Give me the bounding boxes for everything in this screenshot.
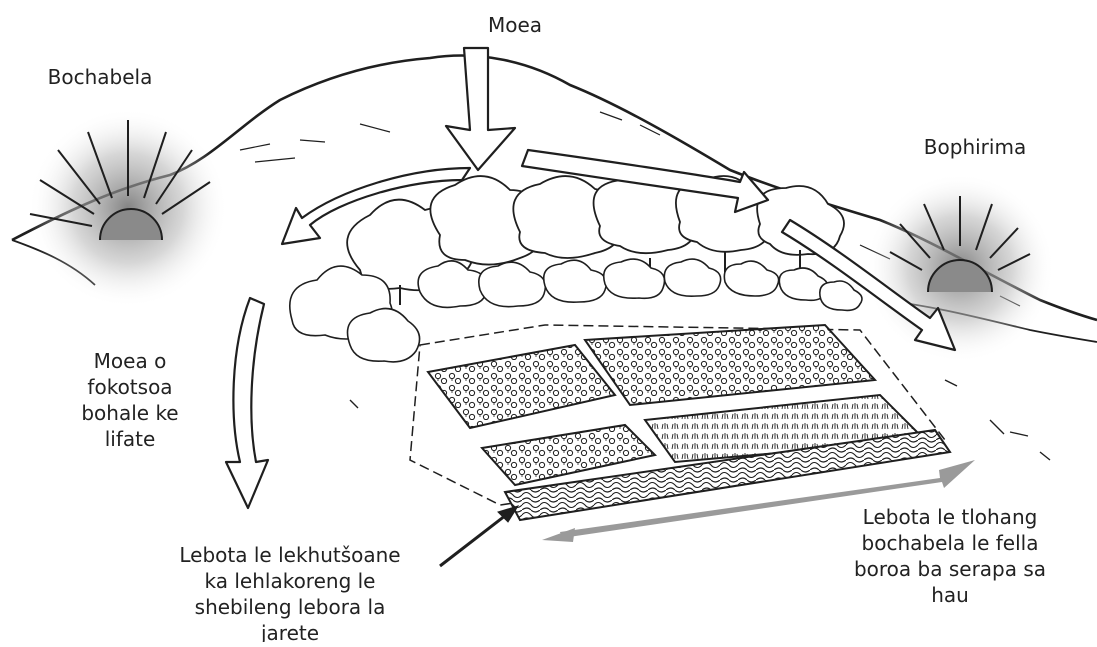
- label-bed-short-side-line: Lebota le lekhutšoane: [150, 542, 430, 568]
- label-east: Bochabela: [20, 64, 180, 90]
- label-bed-east-west: Lebota le tlohang bochabela le fella bor…: [820, 504, 1080, 608]
- label-wind-slowed-line: fokotsoa: [40, 374, 220, 400]
- label-bed-short-side-line: ka lehlakoreng le: [150, 568, 430, 594]
- label-bed-east-west-line: boroa ba serapa sa: [820, 556, 1080, 582]
- pointer-arrow-icon: [440, 506, 518, 566]
- label-bed-east-west-line: Lebota le tlohang: [820, 504, 1080, 530]
- wind-arrow-down-left-icon: [226, 298, 268, 508]
- label-bed-short-side-line: jarete: [150, 620, 430, 642]
- wind-arrow-down-icon: [446, 48, 515, 170]
- label-west: Bophirima: [895, 134, 1055, 160]
- label-bed-short-side: Lebota le lekhutšoane ka lehlakoreng le …: [150, 542, 430, 642]
- label-wind-slowed-line: bohale ke: [40, 400, 220, 426]
- label-bed-short-side-line: shebileng lebora la: [150, 594, 430, 620]
- label-bed-east-west-line: hau: [820, 582, 1080, 608]
- sun-east-icon: [28, 108, 228, 308]
- label-bed-east-west-line: bochabela le fella: [820, 530, 1080, 556]
- label-wind-slowed: Moea o fokotsoa bohale ke lifate: [40, 348, 220, 452]
- sun-west-icon: [865, 173, 1055, 363]
- label-wind-slowed-line: Moea o: [40, 348, 220, 374]
- label-wind: Moea: [460, 12, 570, 38]
- label-wind-slowed-line: lifate: [40, 426, 220, 452]
